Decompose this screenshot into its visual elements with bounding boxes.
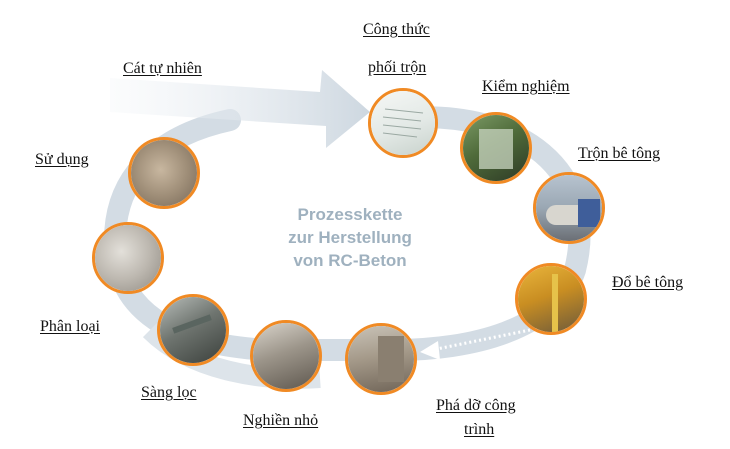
label-sorting: Phân loại xyxy=(40,318,100,335)
demolition-photo xyxy=(345,323,417,395)
lab-testing-photo xyxy=(460,112,532,184)
screening-photo xyxy=(157,294,229,366)
label-testing: Kiểm nghiệm xyxy=(482,78,570,95)
label-concrete-mixing: Trộn bê tông xyxy=(578,145,661,162)
recipe-document-photo xyxy=(368,88,438,158)
diagram-title: Prozesskette zur Herstellung von RC-Beto… xyxy=(262,203,438,272)
concrete-mixer-photo xyxy=(533,172,605,244)
label-concrete-pouring: Đổ bê tông xyxy=(612,274,684,291)
label-crushing: Nghiền nhỏ xyxy=(243,412,319,429)
label-screening: Sàng lọc xyxy=(141,384,197,401)
label-reuse: Sử dụng xyxy=(35,151,89,168)
label-mix-formula-2: phối trộn xyxy=(368,59,427,76)
title-line-3: von RC-Beton xyxy=(293,251,407,270)
label-demolition: Phá dỡ công xyxy=(436,397,516,414)
title-line-2: zur Herstellung xyxy=(288,228,412,247)
inflow-arrow xyxy=(110,70,370,148)
sorting-photo xyxy=(92,222,164,294)
reuse-aggregate-photo xyxy=(128,137,200,209)
concrete-pouring-photo xyxy=(515,263,587,335)
label-natural-sand: Cát tự nhiên xyxy=(123,60,202,77)
dotted-arrow-line xyxy=(431,328,531,352)
title-line-1: Prozesskette xyxy=(297,205,403,224)
label-mix-formula: Công thức xyxy=(363,21,430,38)
dotted-arrow-head xyxy=(420,341,440,360)
crushing-photo xyxy=(250,320,322,392)
label-demolition-2: trình xyxy=(464,421,495,438)
